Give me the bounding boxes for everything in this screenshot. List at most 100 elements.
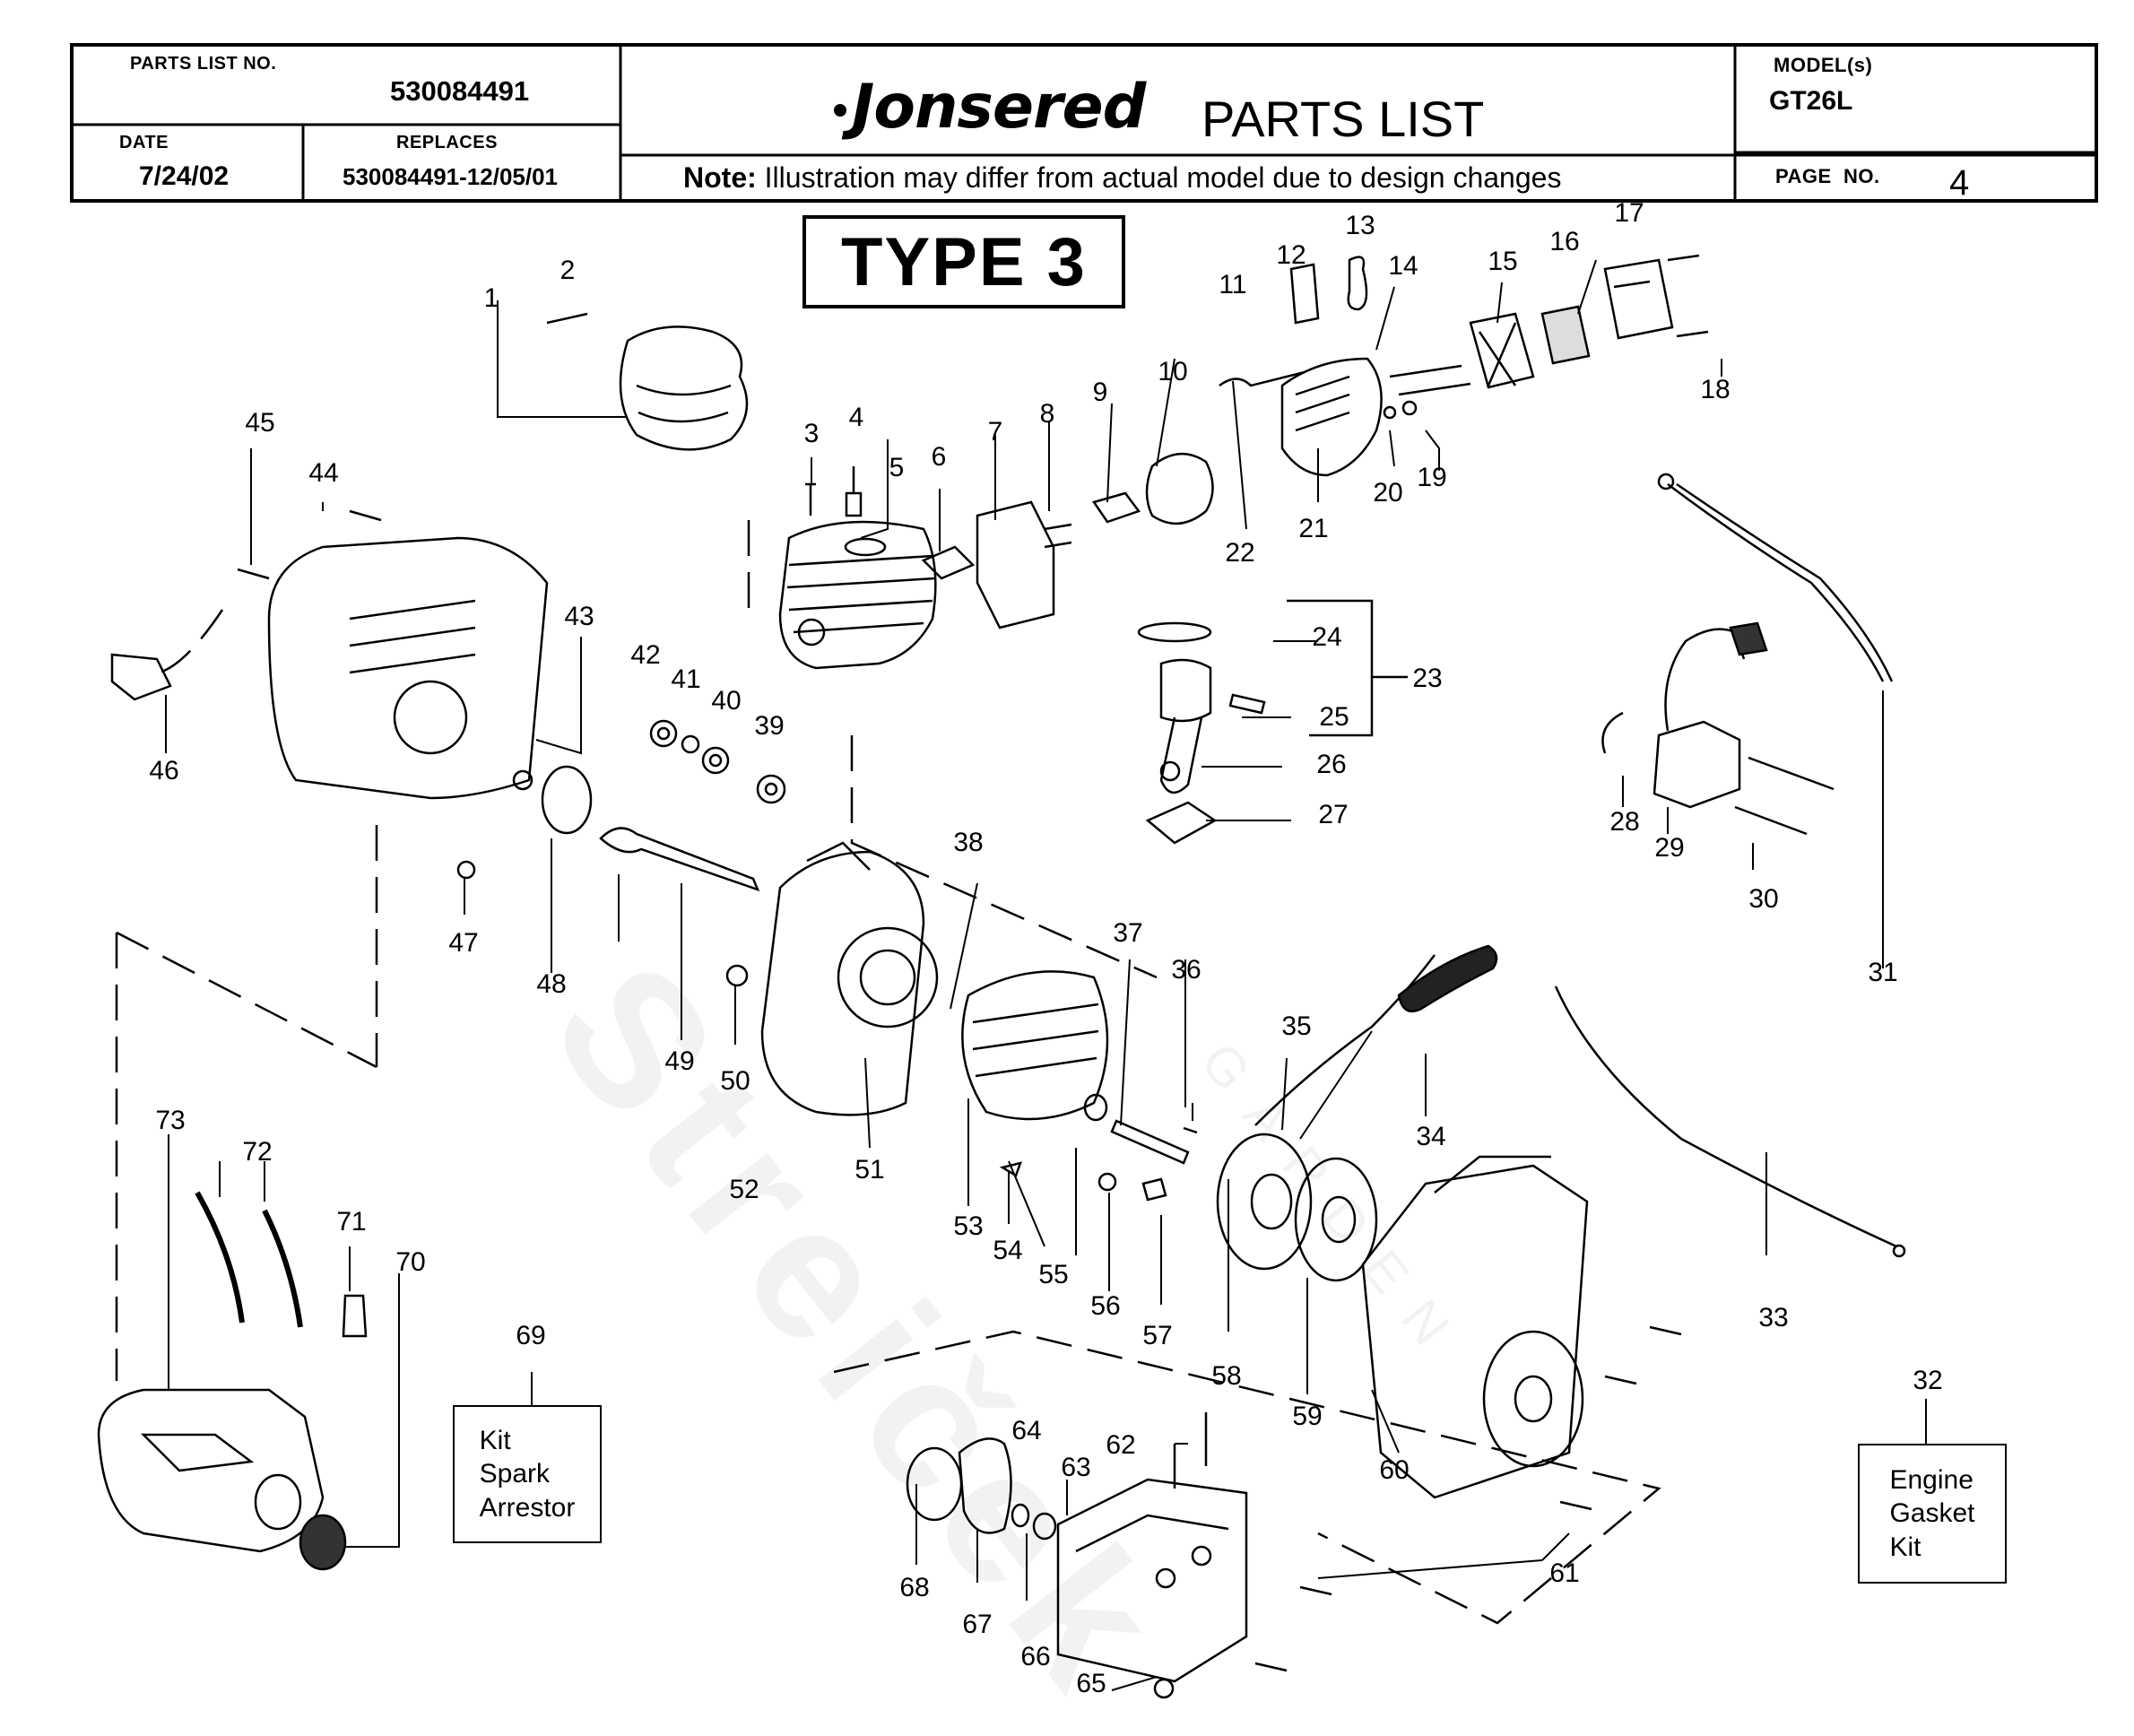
callout-64: 64 [1011, 1416, 1042, 1445]
cable-33 [1554, 985, 1897, 1248]
callout-56: 56 [1090, 1291, 1121, 1321]
callout-60: 60 [1379, 1455, 1410, 1485]
screws-62 [1173, 1412, 1208, 1489]
muffler-cover [1056, 1478, 1248, 1683]
callout-40: 40 [711, 686, 742, 716]
starter-rope [1254, 954, 1436, 1126]
note-label: Note: [683, 161, 757, 194]
engine-housing [267, 536, 549, 800]
callout-57: 57 [1142, 1321, 1173, 1350]
filter-element [1540, 305, 1591, 365]
piston-ring [1137, 621, 1212, 643]
piston-rod [1159, 658, 1212, 794]
gasket-6 [921, 545, 976, 580]
callout-24: 24 [1312, 622, 1342, 652]
pawl-57 [1141, 1177, 1167, 1202]
nut-47 [456, 860, 476, 880]
screws-8 [1044, 523, 1072, 549]
date-value: 7/24/02 [139, 161, 230, 191]
callout-66: 66 [1020, 1642, 1051, 1671]
callout-67: 67 [962, 1610, 993, 1639]
callout-65: 65 [1076, 1669, 1106, 1698]
callout-3: 3 [803, 419, 820, 448]
callout-8: 8 [1039, 399, 1055, 429]
callout-18: 18 [1700, 375, 1731, 404]
kit-engine-gasket-box: Engine Gasket Kit [1858, 1444, 2007, 1584]
filter-frame [1469, 312, 1535, 389]
callout-58: 58 [1211, 1361, 1242, 1391]
callout-37: 37 [1113, 918, 1143, 948]
brand-logo: Jonsered [834, 72, 1146, 143]
callout-29: 29 [1654, 833, 1685, 863]
callout-55: 55 [1038, 1260, 1069, 1289]
callout-6: 6 [931, 442, 947, 472]
date-label: DATE [119, 133, 169, 152]
callout-22: 22 [1225, 538, 1255, 568]
callout-19: 19 [1417, 463, 1447, 492]
muffler-73 [97, 1388, 325, 1553]
starter-housing [1361, 1155, 1589, 1499]
kit-spark-number: 69 [516, 1321, 546, 1350]
page-no: 4 [1949, 163, 1970, 203]
callout-23: 23 [1412, 664, 1443, 693]
plate-12 [1289, 263, 1320, 325]
heat-shield [976, 500, 1055, 629]
spark-plug [845, 466, 863, 517]
callout-33: 33 [1758, 1303, 1789, 1332]
callout-73: 73 [155, 1106, 186, 1135]
callout-42: 42 [630, 640, 661, 670]
carburetor [1145, 452, 1214, 525]
starter-spring [1294, 1157, 1378, 1282]
callout-13: 13 [1345, 211, 1375, 240]
callout-31: 31 [1868, 958, 1898, 987]
parts-list-no: 530084491 [390, 75, 530, 107]
callout-28: 28 [1609, 807, 1640, 837]
header-frame [70, 43, 2098, 203]
screw-3 [805, 482, 816, 516]
screws-61 [1254, 1325, 1682, 1672]
seal-41 [681, 734, 700, 754]
crankcase [760, 841, 939, 1116]
kit-spark-line-3: Arrestor [479, 1492, 576, 1523]
callout-71: 71 [336, 1207, 367, 1237]
nut-66 [1032, 1512, 1057, 1541]
replaces-value: 530084491-12/05/01 [343, 163, 559, 190]
callout-53: 53 [953, 1211, 984, 1241]
wrist-pin [1228, 693, 1266, 715]
kit-gasket-line-1: Engine [1889, 1464, 1974, 1495]
callout-39: 39 [754, 711, 785, 741]
callout-72: 72 [242, 1137, 273, 1167]
crankshaft [599, 827, 760, 892]
air-filter-cover [619, 326, 749, 451]
callout-36: 36 [1171, 955, 1201, 985]
pin [546, 312, 588, 325]
nut-65 [1153, 1678, 1175, 1699]
callout-35: 35 [1281, 1011, 1312, 1041]
washer-64 [1011, 1503, 1030, 1528]
shaft-37 [1110, 1119, 1190, 1165]
kit-gasket-number: 32 [1913, 1366, 1943, 1395]
starter-pulley [1216, 1133, 1313, 1271]
washer-20 [1383, 405, 1397, 420]
starter-handle [1397, 944, 1498, 1013]
callout-20: 20 [1373, 478, 1403, 508]
callout-34: 34 [1416, 1122, 1446, 1151]
callout-10: 10 [1158, 357, 1188, 386]
leader-lines [165, 259, 1927, 1691]
kit-spark-line-1: Kit [479, 1425, 511, 1455]
kit-gasket-line-3: Kit [1889, 1532, 1921, 1562]
bearing-42 [649, 719, 678, 748]
callout-54: 54 [993, 1236, 1023, 1265]
callout-4: 4 [848, 403, 864, 432]
gasket-9 [1091, 491, 1141, 524]
bolts-14 [1389, 364, 1471, 396]
callout-30: 30 [1748, 884, 1779, 914]
callout-12: 12 [1276, 240, 1306, 270]
callout-1: 1 [483, 283, 499, 313]
page-no-label: PAGE NO. [1775, 165, 1880, 187]
callout-45: 45 [245, 408, 275, 438]
filter-cover [1603, 258, 1674, 340]
callout-9: 9 [1092, 378, 1108, 407]
tubes-72 [195, 1191, 303, 1328]
callout-5: 5 [889, 453, 905, 482]
